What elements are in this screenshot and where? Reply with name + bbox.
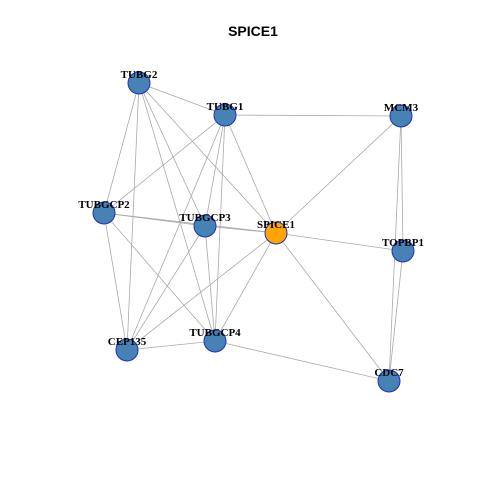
- node-label: TUBG2: [121, 69, 158, 81]
- node-tubgcp2[interactable]: TUBGCP2: [78, 199, 130, 225]
- node-cep135[interactable]: CEP135: [108, 336, 147, 362]
- edge-spice1-topbp1: [275, 232, 404, 252]
- node-label: SPICE1: [257, 219, 295, 231]
- node-cdc7[interactable]: CDC7: [374, 367, 404, 393]
- edge-tubg2-tubg1: [138, 82, 226, 116]
- node-label: MCM3: [384, 102, 419, 114]
- edge-tubg1-tubgcp3: [204, 114, 226, 227]
- edge-tubgcp4-cdc7: [214, 340, 390, 382]
- edge-tubgcp3-cep135: [126, 225, 206, 351]
- edge-tubg1-spice1: [224, 114, 277, 234]
- edge-tubgcp2-spice1: [103, 212, 277, 234]
- node-topbp1[interactable]: TOPBP1: [382, 237, 424, 263]
- edge-topbp1-cdc7: [388, 250, 404, 382]
- edge-layer: [103, 82, 404, 382]
- node-tubg1[interactable]: TUBG1: [207, 101, 244, 127]
- node-label: TUBG1: [207, 101, 244, 113]
- node-label: TUBGCP2: [78, 199, 130, 211]
- node-circle[interactable]: [391, 239, 415, 263]
- edge-tubgcp3-tubgcp4: [204, 225, 216, 342]
- node-spice1[interactable]: SPICE1: [257, 219, 295, 245]
- node-tubgcp4[interactable]: TUBGCP4: [189, 327, 241, 353]
- node-circle[interactable]: [92, 201, 116, 225]
- edge-tubg2-tubgcp2: [103, 82, 140, 214]
- edge-tubg1-mcm3: [224, 114, 402, 117]
- node-label: CEP135: [108, 336, 147, 348]
- node-circle[interactable]: [203, 329, 227, 353]
- node-circle[interactable]: [127, 71, 151, 95]
- node-circle[interactable]: [115, 338, 139, 362]
- node-circle[interactable]: [193, 214, 217, 238]
- edge-mcm3-topbp1: [400, 115, 404, 252]
- node-circle[interactable]: [213, 103, 237, 127]
- node-circle[interactable]: [389, 104, 413, 128]
- edge-tubgcp2-cep135: [103, 212, 128, 351]
- diagram-title: SPICE1: [228, 23, 278, 39]
- node-label: CDC7: [374, 367, 404, 379]
- node-label: TUBGCP3: [179, 212, 231, 224]
- node-mcm3[interactable]: MCM3: [384, 102, 419, 128]
- node-tubgcp3[interactable]: TUBGCP3: [179, 212, 231, 238]
- edge-tubgcp2-tubgcp4: [103, 212, 216, 342]
- edge-tubg1-cep135: [126, 114, 226, 351]
- node-label: TOPBP1: [382, 237, 424, 249]
- edge-tubg1-tubgcp2: [103, 114, 226, 214]
- edge-tubgcp3-spice1: [204, 225, 277, 234]
- node-tubg2[interactable]: TUBG2: [121, 69, 158, 95]
- edge-cep135-tubgcp4: [126, 340, 216, 351]
- edge-mcm3-spice1: [275, 115, 402, 234]
- node-label: TUBGCP4: [189, 327, 241, 339]
- edge-tubg2-tubgcp3: [138, 82, 206, 227]
- edge-tubg1-tubgcp4: [214, 114, 226, 342]
- edge-tubg2-tubgcp4: [138, 82, 216, 342]
- edge-spice1-cdc7: [275, 232, 390, 382]
- node-circle[interactable]: [377, 369, 401, 393]
- node-circle[interactable]: [264, 221, 288, 245]
- edge-spice1-tubgcp4: [214, 232, 277, 342]
- edge-spice1-cep135: [126, 232, 277, 351]
